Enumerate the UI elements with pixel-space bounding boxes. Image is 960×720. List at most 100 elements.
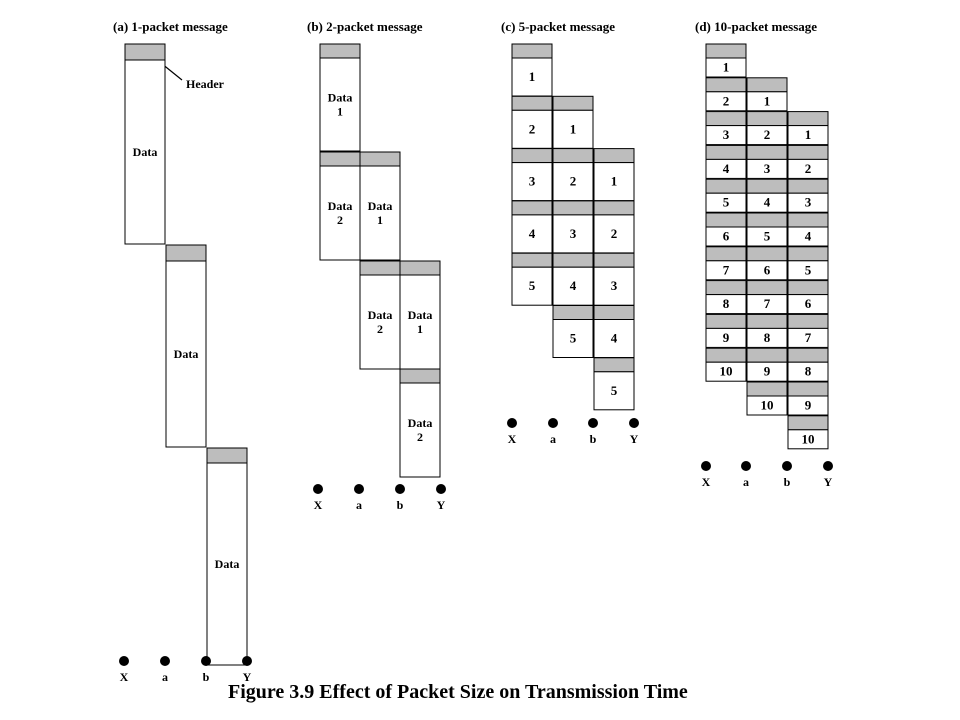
packet-header xyxy=(746,280,788,296)
packet-label: 1 xyxy=(529,69,536,84)
node-label-y: Y xyxy=(630,432,639,446)
packet-header xyxy=(705,43,747,59)
packet-label: 9 xyxy=(723,330,730,345)
packet-header xyxy=(705,111,747,127)
panel-d-packet: 5 xyxy=(787,246,829,281)
packet-body xyxy=(787,327,829,348)
node-label-a: a xyxy=(356,498,362,512)
panel-d-packet: 8 xyxy=(746,313,788,348)
packet-header xyxy=(206,447,248,464)
packet-header xyxy=(511,200,553,216)
packet-body xyxy=(593,266,635,306)
packet-label: 7 xyxy=(723,262,730,277)
packet-label: Data xyxy=(133,145,158,159)
packet-header xyxy=(593,305,635,320)
packet-body xyxy=(124,59,166,245)
packet-label: Data xyxy=(368,199,393,213)
packet-header xyxy=(552,95,594,111)
panel-a-packet: Data xyxy=(165,244,207,448)
packet-body xyxy=(746,192,788,213)
panel-c-packet: 5 xyxy=(593,357,635,411)
node-label-x: X xyxy=(702,475,711,489)
panel-d-packet: 9 xyxy=(705,313,747,348)
node-label-y: Y xyxy=(437,498,446,512)
packet-body xyxy=(511,109,553,149)
packet-label: 1 xyxy=(611,174,618,189)
packet-body xyxy=(705,260,747,281)
packet-header xyxy=(746,178,788,194)
packet-header xyxy=(746,313,788,329)
packet-body xyxy=(705,91,747,112)
packet-header xyxy=(705,347,747,363)
packet-body xyxy=(705,294,747,315)
packet-body xyxy=(552,266,594,306)
packet-label: Data xyxy=(328,91,353,105)
panel-d-packet: 4 xyxy=(787,212,829,247)
packet-header xyxy=(705,246,747,262)
packet-header xyxy=(511,95,553,111)
packet-label: 7 xyxy=(764,296,771,311)
packet-body xyxy=(593,162,635,202)
packet-label: 3 xyxy=(611,278,618,293)
packet-header xyxy=(511,252,553,268)
packet-header xyxy=(593,357,635,373)
packet-header xyxy=(399,260,441,276)
node-dot-a xyxy=(354,484,364,494)
packet-header xyxy=(359,151,401,167)
packet-body xyxy=(787,361,829,382)
packet-label: 4 xyxy=(570,278,577,293)
panel-d-packet: 2 xyxy=(746,111,788,146)
packet-body xyxy=(705,327,747,348)
packet-header xyxy=(359,260,401,276)
panel-c-packet: 1 xyxy=(552,95,594,149)
packet-body xyxy=(705,158,747,179)
packet-header xyxy=(746,381,788,397)
packet-header xyxy=(705,280,747,296)
packet-header xyxy=(705,212,747,228)
packet-header xyxy=(746,111,788,127)
packet-header xyxy=(552,305,594,320)
panel-c-packet: 2 xyxy=(593,200,635,254)
packet-header xyxy=(787,212,829,228)
packet-body xyxy=(319,165,361,261)
packet-body xyxy=(787,429,829,450)
node-label-b: b xyxy=(784,475,791,489)
packet-label: 4 xyxy=(529,226,536,241)
panel-a-title: (a) 1-packet message xyxy=(113,19,228,34)
packet-label: 1 xyxy=(805,127,812,142)
packet-label: Data xyxy=(328,199,353,213)
packet-header xyxy=(787,381,829,397)
node-dot-y xyxy=(436,484,446,494)
packet-label: 2 xyxy=(417,430,423,444)
packet-body xyxy=(399,274,441,370)
packet-label: 5 xyxy=(570,331,577,346)
packet-header xyxy=(787,347,829,363)
packet-body xyxy=(552,109,594,149)
node-dot-y xyxy=(242,656,252,666)
packet-label: 5 xyxy=(611,383,618,398)
packet-label: 10 xyxy=(761,398,774,413)
packet-body xyxy=(787,158,829,179)
packet-header xyxy=(705,313,747,329)
packet-label: 8 xyxy=(723,296,730,311)
panel-d-packet: 3 xyxy=(705,111,747,146)
packet-header xyxy=(787,415,829,431)
panel-c-packet: 1 xyxy=(511,43,553,97)
packet-body xyxy=(705,226,747,247)
panel-d-packet: 7 xyxy=(705,246,747,281)
packet-label: 1 xyxy=(723,60,730,75)
panel-d-packet: 6 xyxy=(746,246,788,281)
packet-body xyxy=(165,260,207,448)
panel-d-packet: 10 xyxy=(746,381,788,416)
packet-label: 2 xyxy=(764,127,771,142)
packet-body xyxy=(552,319,594,358)
packet-label: 1 xyxy=(764,93,771,108)
packet-body xyxy=(746,226,788,247)
packet-label: 2 xyxy=(723,93,730,108)
packet-body xyxy=(206,462,248,666)
packet-label: Data xyxy=(368,308,393,322)
panel-d-packet: 4 xyxy=(705,144,747,179)
